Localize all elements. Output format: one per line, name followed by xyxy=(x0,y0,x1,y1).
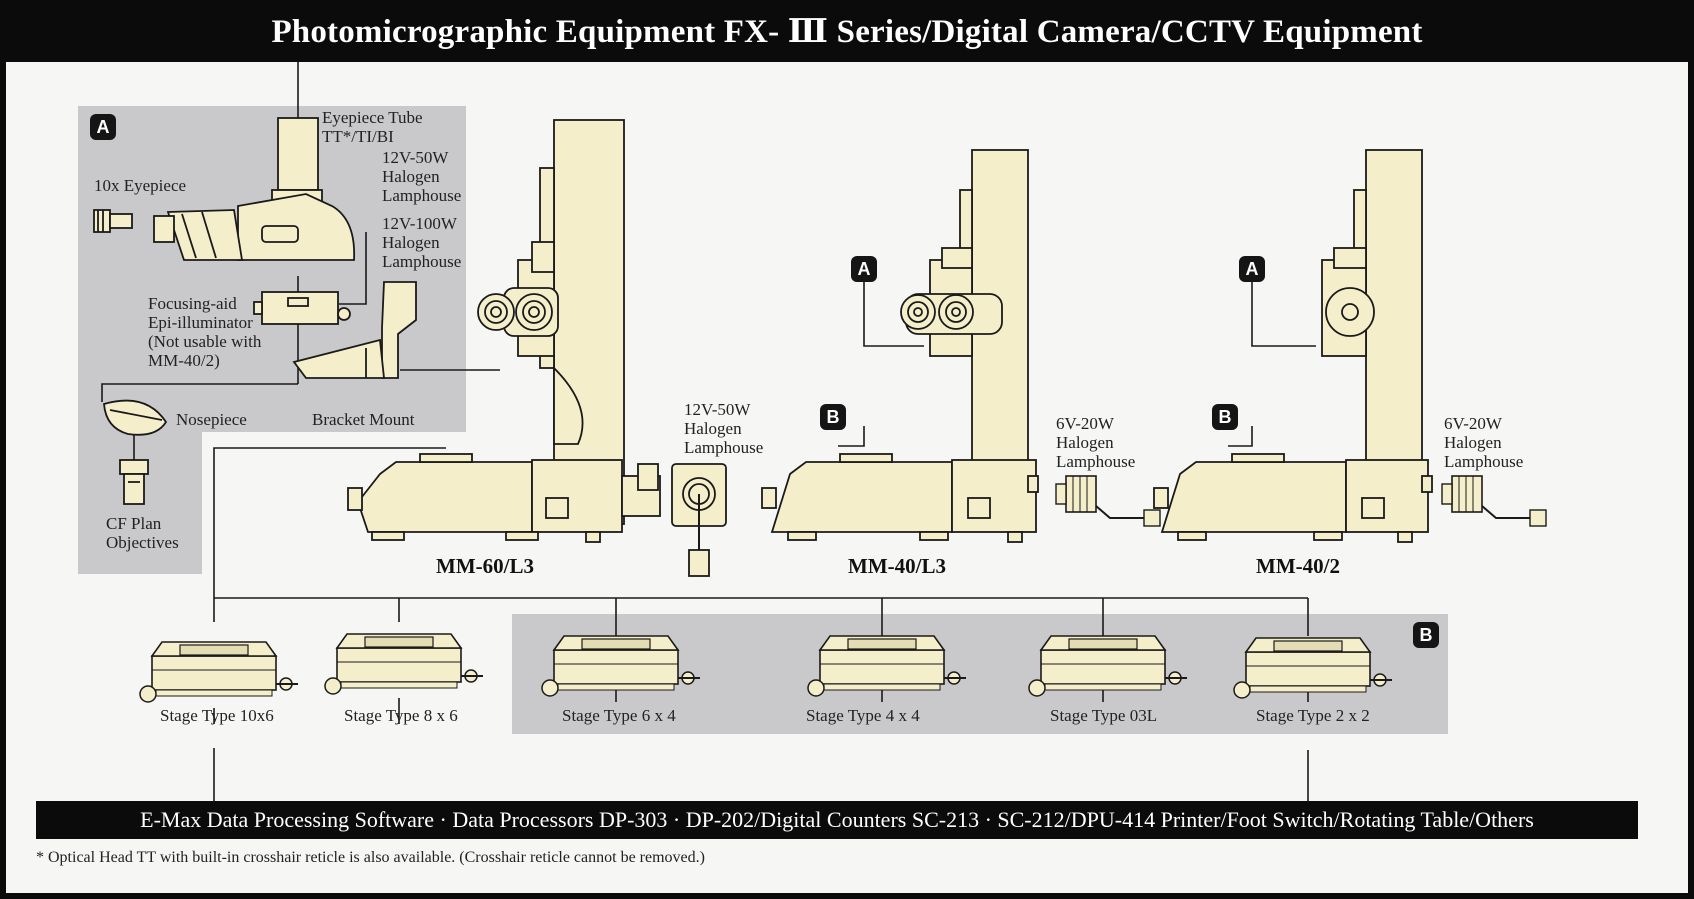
related-products-bar: E-Max Data Processing Software · Data Pr… xyxy=(36,801,1638,839)
lamphouse-50w-label: 12V-50W Halogen Lamphouse xyxy=(382,148,462,205)
epi-illuminator-label: Focusing-aid Epi-illuminator (Not usable… xyxy=(148,294,262,370)
nosepiece-label: Nosepiece xyxy=(176,410,247,429)
stage-label-03l: Stage Type 03L xyxy=(1050,706,1158,725)
connector-lines xyxy=(101,62,1316,804)
mm-40-2-lamphouse-drawing xyxy=(1441,475,1547,527)
eyepiece-tube-drawing xyxy=(153,117,356,261)
stage-label-2x2: Stage Type 2 x 2 xyxy=(1256,706,1370,725)
mm-40-l3-lamphouse-drawing xyxy=(1055,475,1161,527)
footnote: * Optical Head TT with built-in crosshai… xyxy=(36,849,705,866)
group-b-badge: B xyxy=(1413,622,1439,648)
mm-40-l3-a-badge: A xyxy=(851,256,877,282)
mm-40-2-a-badge: A xyxy=(1239,256,1265,282)
stage-label-10x6: Stage Type 10x6 xyxy=(160,706,274,725)
stage-label-4x4: Stage Type 4 x 4 xyxy=(806,706,920,725)
system-diagram xyxy=(78,62,1547,804)
mm-40-2-b-badge: B xyxy=(1212,404,1238,430)
mm-40-2-lamphouse-label: 6V-20W Halogen Lamphouse xyxy=(1444,414,1524,471)
ten-x-eyepiece-drawing xyxy=(93,209,133,233)
mm-40-2-microscope-drawing xyxy=(1153,149,1433,543)
stage-label-8x6: Stage Type 8 x 6 xyxy=(344,706,458,725)
mm-40-l3-microscope-drawing xyxy=(761,149,1039,543)
eyepiece-tube-label: Eyepiece Tube TT*/TI/BI xyxy=(322,108,423,146)
group-a-badge: A xyxy=(90,114,116,140)
mm-40-l3-b-badge: B xyxy=(820,404,846,430)
stage-10x6-drawing xyxy=(139,641,299,703)
model-name-mm-40-l3: MM-40/L3 xyxy=(848,554,946,578)
objective-drawing xyxy=(119,459,149,505)
title-bar: Photomicrographic Equipment FX- Ⅲ Series… xyxy=(0,0,1694,62)
stage-8x6-drawing xyxy=(324,633,484,695)
mm-40-l3-lamphouse-label: 6V-20W Halogen Lamphouse xyxy=(1056,414,1136,471)
diagram-panel: A A A B B B Eyepiece Tube TT*/TI/BI 10x … xyxy=(6,62,1688,893)
model-name-mm-60-l3: MM-60/L3 xyxy=(436,554,534,578)
bracket-mount-label: Bracket Mount xyxy=(312,410,415,429)
lamphouse-100w-label: 12V-100W Halogen Lamphouse xyxy=(382,214,462,271)
page-title: Photomicrographic Equipment FX- Ⅲ Series… xyxy=(271,14,1423,50)
ten-x-eyepiece-label: 10x Eyepiece xyxy=(94,176,187,195)
model-name-mm-40-2: MM-40/2 xyxy=(1256,554,1340,578)
nosepiece-drawing xyxy=(103,399,168,436)
mm-60-l3-lamphouse-label: 12V-50W Halogen Lamphouse xyxy=(684,400,764,457)
epi-illuminator-drawing xyxy=(253,291,351,325)
mm-60-l3-microscope-drawing xyxy=(347,119,727,577)
bracket-mount-drawing xyxy=(292,281,417,379)
stage-label-6x4: Stage Type 6 x 4 xyxy=(562,706,676,725)
cf-plan-objectives-label: CF Plan Objectives xyxy=(106,514,179,552)
